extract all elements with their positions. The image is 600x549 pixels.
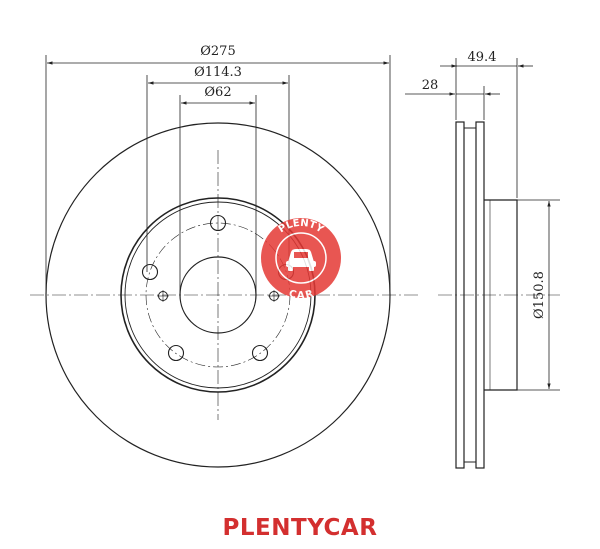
lug-hole	[167, 344, 185, 362]
side-view	[438, 121, 560, 469]
svg-text:CAR: CAR	[287, 288, 314, 301]
logo-bottom-text: CAR	[287, 288, 314, 301]
disc-plate-outer	[475, 121, 485, 469]
lug-hole	[251, 344, 269, 362]
side-dimension-lines	[405, 58, 560, 391]
dimension-lines	[45, 55, 391, 295]
hat-profile	[484, 199, 518, 391]
outer-diameter-label: Ø275	[200, 44, 235, 59]
hat-diameter-label: Ø150.8	[532, 271, 547, 319]
disc-plate-inner	[455, 121, 465, 469]
car-icon	[286, 249, 316, 271]
total-height-label: 49.4	[468, 50, 497, 65]
lug-hole	[141, 263, 159, 281]
brand-footer-text: PLENTYCAR	[222, 515, 378, 541]
plentycar-watermark-logo: PLENTY CAR	[261, 218, 341, 301]
lug-hole	[209, 214, 227, 232]
svg-text:PLENTY: PLENTY	[277, 218, 326, 236]
front-view	[30, 122, 420, 468]
disc-thickness-label: 28	[422, 78, 439, 93]
bolt-circle-label: Ø114.3	[194, 65, 242, 80]
center-bore-label: Ø62	[204, 85, 231, 100]
logo-top-text: PLENTY	[277, 218, 326, 236]
